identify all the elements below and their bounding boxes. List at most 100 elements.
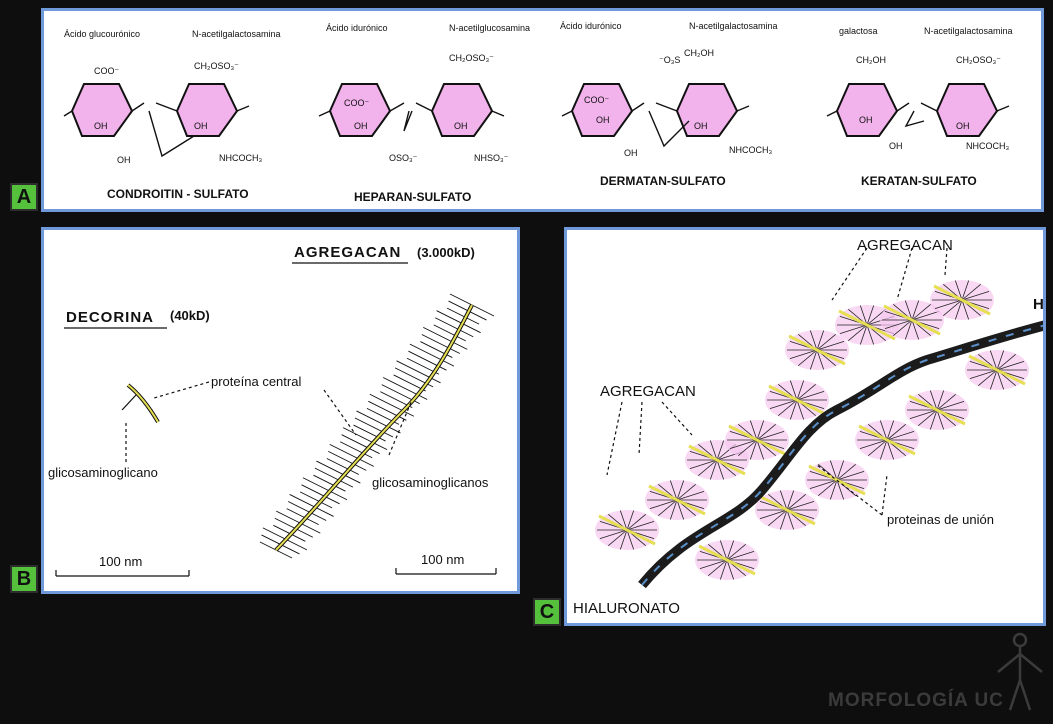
gag-bristle <box>382 377 428 400</box>
agregacan-weight: (3.000kD) <box>417 245 475 260</box>
svg-text:NHCOCH₃: NHCOCH₃ <box>966 141 1009 151</box>
gag-bristle <box>446 307 480 325</box>
svg-text:CH₂OH: CH₂OH <box>856 55 886 65</box>
hyaluronan-backbone <box>638 320 1043 589</box>
sugar-label: Ácido idurónico <box>560 21 622 31</box>
svg-text:COO⁻: COO⁻ <box>584 95 610 105</box>
ring-dermatan-1 <box>570 83 634 137</box>
gag-bristle <box>316 460 361 484</box>
gag-bristle <box>342 427 388 451</box>
agregacan-top-label: AGREGACAN <box>857 237 953 254</box>
aggrecan-cluster <box>725 420 789 460</box>
edge-letter: H <box>1033 296 1044 313</box>
aggrecan-cluster <box>880 300 944 340</box>
gag-bristle <box>393 374 426 392</box>
svg-text:NHCOCH₃: NHCOCH₃ <box>729 145 772 155</box>
watermark-text: MORFOLOGÍA UC <box>828 690 1004 711</box>
svg-text:OH: OH <box>889 141 903 151</box>
decorina-title: DECORINA <box>66 309 155 326</box>
panel-tag-b: B <box>10 565 38 593</box>
svg-text:⁻O₃S: ⁻O₃S <box>659 55 680 65</box>
agregacan-left-label: AGREGACAN <box>600 383 696 400</box>
panel-b-drawing <box>55 262 497 577</box>
svg-text:OH: OH <box>354 121 368 131</box>
glicosaminoglicanos-label: glicosaminoglicanos <box>372 475 489 490</box>
sugar-label: N-acetilgalactosamina <box>924 26 1013 36</box>
svg-text:OH: OH <box>694 121 708 131</box>
agregacan-title: AGREGACAN <box>294 244 402 261</box>
gag-bristle <box>289 494 334 517</box>
gag-bristle <box>276 510 321 534</box>
proteina-central-label: proteína central <box>211 374 302 389</box>
ring-keratan-1 <box>835 83 899 137</box>
gag-bristle <box>302 477 348 501</box>
panel-tag-a: A <box>10 183 38 211</box>
svg-text:OH: OH <box>194 121 208 131</box>
panel-a: COO⁻ CH₂OSO₃⁻ COO⁻ CH₂OSO₃⁻ COO⁻ CH₂OH CH₂O… <box>41 8 1044 212</box>
svg-text:OSO₃⁻: OSO₃⁻ <box>389 153 418 163</box>
aggrecan-cluster <box>695 540 759 580</box>
svg-text:OH: OH <box>956 121 970 131</box>
sugar-label: N-acetilgalactosamina <box>192 29 281 39</box>
aggrecan-cluster <box>755 490 819 530</box>
gag-bristle <box>353 424 386 442</box>
gag-bristle <box>274 517 314 538</box>
svg-text:OH: OH <box>596 115 610 125</box>
panel-tag-c: C <box>533 598 561 626</box>
panel-c: AGREGACAN AGREGACAN proteinas de unión H… <box>564 227 1046 626</box>
gag-bristle <box>329 443 374 467</box>
svg-text:OH: OH <box>859 115 873 125</box>
gag-bristle <box>369 393 415 417</box>
sugar-label: N-acetilgalactosamina <box>689 21 778 31</box>
gag-bristle <box>436 310 481 334</box>
gag-bristle <box>286 508 319 525</box>
gag-bristle <box>314 467 354 488</box>
gag-bristle <box>313 474 346 492</box>
gag-bristle <box>354 417 394 438</box>
svg-text:NHCOCH₃: NHCOCH₃ <box>219 153 262 163</box>
hialuronato-label: HIALURONATO <box>573 600 680 617</box>
aggrecan-cluster <box>645 480 709 520</box>
glicosaminoglicano-label: glicosaminoglicano <box>48 465 158 480</box>
svg-text:CH₂OSO₃⁻: CH₂OSO₃⁻ <box>194 61 239 71</box>
sugar-label: galactosa <box>839 26 878 36</box>
gag-bristle <box>423 327 468 350</box>
svg-text:OH: OH <box>624 148 638 158</box>
svg-text:CH₂OSO₃⁻: CH₂OSO₃⁻ <box>956 55 1001 65</box>
sugar-label: Ácido glucourónico <box>64 29 141 39</box>
structure-name: KERATAN-SULFATO <box>861 174 977 188</box>
aggrecan-cluster <box>905 390 969 430</box>
svg-text:COO⁻: COO⁻ <box>344 98 370 108</box>
aggrecan-cluster <box>765 380 829 420</box>
gag-bristle <box>408 350 447 371</box>
gag-bristle <box>396 360 441 384</box>
gag-bristle <box>341 434 380 455</box>
aggrecan-cluster <box>930 280 994 320</box>
svg-text:OH: OH <box>117 155 131 165</box>
aggrecan-cluster <box>595 510 659 550</box>
sugar-label: Ácido idurónico <box>326 23 388 33</box>
human-figure-icon <box>997 632 1043 711</box>
gag-bristle <box>434 317 474 338</box>
gag-bristle <box>421 334 461 354</box>
panel-c-drawing <box>595 247 1043 589</box>
gag-bristle <box>433 324 466 342</box>
aggrecan-cluster <box>805 460 869 500</box>
structure-name: DERMATAN-SULFATO <box>600 174 726 188</box>
svg-text:OH: OH <box>454 121 468 131</box>
aggrecan-cluster <box>855 420 919 460</box>
svg-text:CH₂OH: CH₂OH <box>684 48 714 58</box>
panel-a-structures: COO⁻ CH₂OSO₃⁻ COO⁻ CH₂OSO₃⁻ COO⁻ CH₂OH CH₂O… <box>63 48 1009 165</box>
aggrecan-cluster <box>785 330 849 370</box>
gag-bristle <box>301 484 340 505</box>
svg-text:OH: OH <box>94 121 108 131</box>
gag-bristle <box>326 458 360 475</box>
panel-b: AGREGACAN (3.000kD) DECORINA (40kD) prot… <box>41 227 520 594</box>
decorina-gag <box>121 394 137 411</box>
gag-bristle <box>299 491 333 509</box>
aggrecan-cluster <box>965 350 1029 390</box>
gag-bristle <box>368 400 407 421</box>
svg-text:COO⁻: COO⁻ <box>94 66 120 76</box>
svg-text:NHSO₃⁻: NHSO₃⁻ <box>474 153 509 163</box>
sugar-label: N-acetilglucosamina <box>449 23 531 33</box>
